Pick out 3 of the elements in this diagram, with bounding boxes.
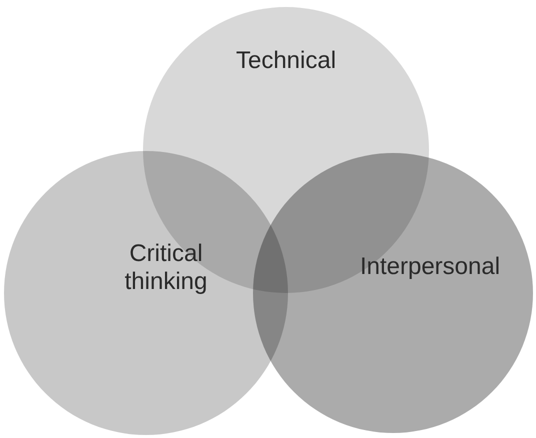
circle-label: Critical thinking bbox=[124, 240, 208, 296]
circle-label: Technical bbox=[234, 47, 338, 75]
circle-label: Interpersonal bbox=[358, 253, 502, 281]
